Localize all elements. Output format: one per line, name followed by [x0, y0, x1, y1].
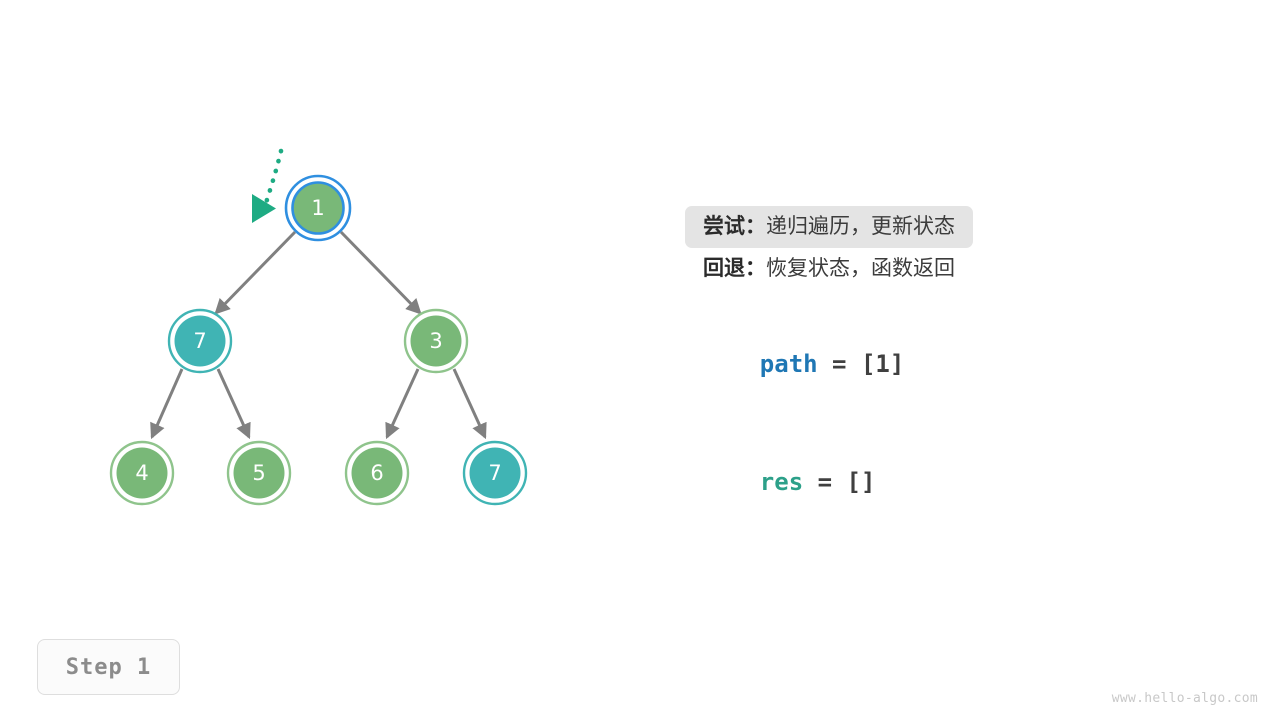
tree-node-1[interactable]: 1	[284, 174, 352, 242]
tree-node-4[interactable]: 4	[109, 440, 175, 506]
node-outer-ring	[403, 308, 469, 374]
node-value: 6	[370, 461, 383, 485]
tree-node-5[interactable]: 5	[226, 440, 292, 506]
tree-node-7-leaf[interactable]: 7	[462, 440, 528, 506]
res-variable-value: = []	[803, 468, 876, 496]
node-outer-ring	[284, 174, 352, 242]
tree-edges	[150, 230, 487, 440]
path-state-row: path = [1]	[702, 328, 905, 400]
path-variable-value: = [1]	[817, 350, 905, 378]
backtrack-value: 恢复状态，函数返回	[766, 256, 955, 281]
backtrack-label: 回退：	[703, 256, 766, 281]
node-outer-ring	[167, 308, 233, 374]
edge-1-7	[214, 230, 297, 315]
try-row: 尝试：递归遍历，更新状态	[685, 206, 973, 249]
edge-7-4	[150, 368, 184, 440]
node-body	[233, 447, 285, 499]
tree-node-3[interactable]: 3	[403, 308, 469, 374]
edge-3-7b	[452, 368, 487, 440]
node-body	[116, 447, 168, 499]
node-value: 1	[311, 196, 324, 220]
edge-7-5	[216, 368, 251, 440]
tree-node-7-left[interactable]: 7	[167, 308, 233, 374]
path-variable-name: path	[759, 350, 818, 378]
node-body	[469, 447, 521, 499]
node-outer-ring	[109, 440, 175, 506]
watermark: www.hello-algo.com	[1111, 691, 1258, 706]
binary-tree-graphic: 1 7 3 4	[109, 148, 528, 506]
pointer-dotted-path	[263, 148, 284, 206]
node-body	[174, 315, 226, 367]
node-body	[291, 181, 345, 235]
try-label: 尝试：	[703, 214, 766, 238]
node-value: 4	[135, 461, 148, 485]
step-label: Step 1	[65, 654, 152, 680]
edge-1-3	[339, 230, 422, 315]
tree-nodes: 1 7 3 4	[109, 174, 528, 506]
try-value: 递归遍历，更新状态	[766, 214, 955, 238]
recursion-pointer	[252, 148, 284, 223]
node-outer-ring	[226, 440, 292, 506]
node-outer-ring	[344, 440, 410, 506]
node-value: 5	[252, 461, 265, 485]
backtrack-row: 回退：恢复状态，函数返回	[685, 248, 973, 290]
edge-3-6	[385, 368, 420, 440]
pointer-arrowhead-icon	[252, 194, 276, 223]
res-state-row: res = []	[702, 446, 876, 518]
res-variable-name: res	[759, 468, 804, 496]
step-badge: Step 1	[37, 639, 180, 695]
node-outer-ring	[462, 440, 528, 506]
node-body	[410, 315, 462, 367]
node-value: 3	[429, 329, 442, 353]
tree-node-6[interactable]: 6	[344, 440, 410, 506]
node-body	[351, 447, 403, 499]
node-value: 7	[193, 329, 206, 353]
explanation-panel: 尝试：递归遍历，更新状态 回退：恢复状态，函数返回	[685, 206, 1245, 290]
node-value: 7	[488, 461, 501, 485]
